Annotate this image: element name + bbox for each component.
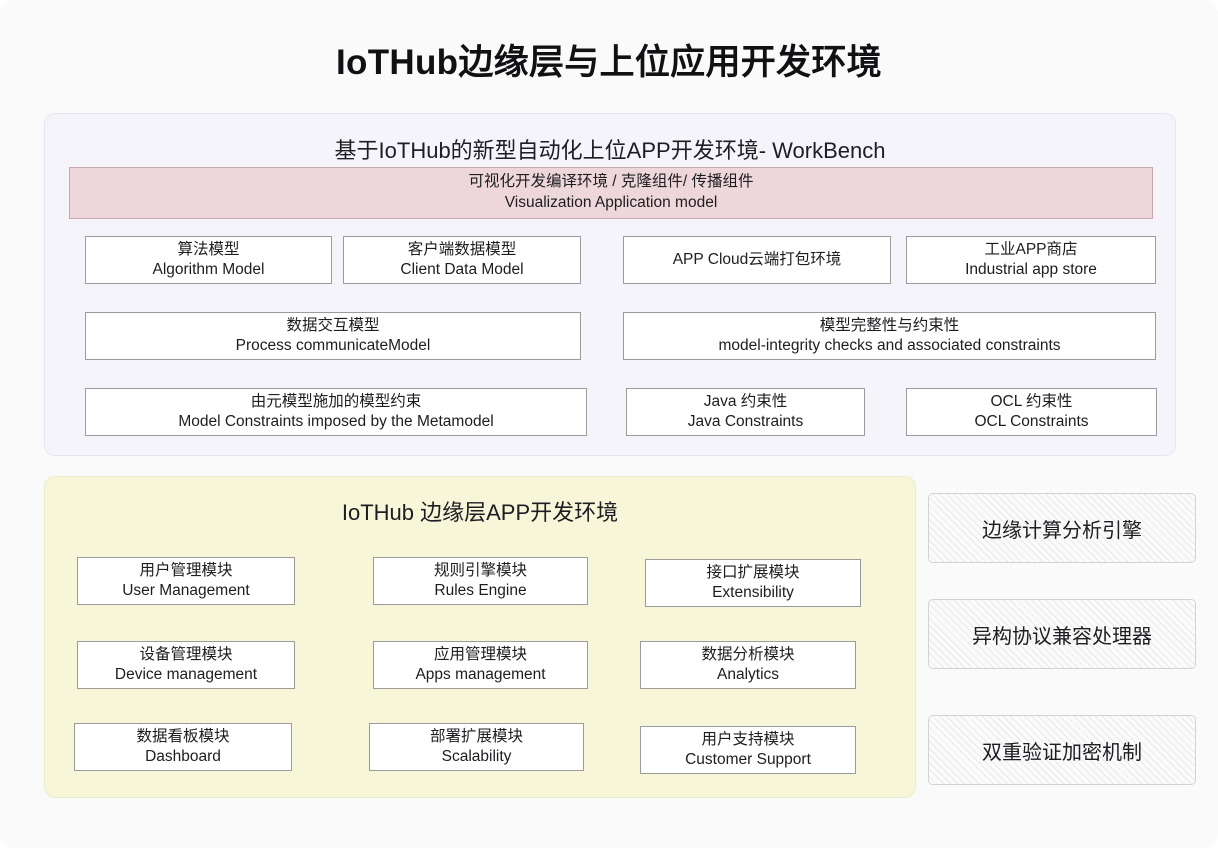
visualization-application-model-banner[interactable]: 可视化开发编译环境 / 克隆组件/ 传播组件 Visualization App… xyxy=(69,167,1153,219)
box-label-en: model-integrity checks and associated co… xyxy=(718,337,1061,354)
banner-label-cn: 可视化开发编译环境 / 克隆组件/ 传播组件 xyxy=(468,173,754,191)
box-java-constraints[interactable]: Java 约束性 Java Constraints xyxy=(626,388,865,436)
box-label-cn: 工业APP商店 xyxy=(984,240,1078,258)
box-label-en: Device management xyxy=(114,666,258,683)
side-module-label: 边缘计算分析引擎 xyxy=(982,519,1142,542)
box-label-en: Industrial app store xyxy=(965,261,1097,278)
box-model-constraints-metamodel[interactable]: 由元模型施加的模型约束 Model Constraints imposed by… xyxy=(85,388,587,436)
box-label-cn: 算法模型 xyxy=(177,240,240,258)
box-label-cn: 规则引擎模块 xyxy=(433,561,527,579)
side-module-dual-auth-encryption[interactable]: 双重验证加密机制 xyxy=(928,715,1196,785)
workbench-panel-heading: 基于IoTHub的新型自动化上位APP开发环境- WorkBench xyxy=(334,138,886,163)
box-apps-management[interactable]: 应用管理模块 Apps management xyxy=(373,641,588,689)
box-label-en: Client Data Model xyxy=(400,261,524,278)
box-label-cn: 应用管理模块 xyxy=(433,645,527,663)
box-label-cn: 由元模型施加的模型约束 xyxy=(250,392,422,410)
box-label-en: Analytics xyxy=(716,666,780,683)
box-label-en: Extensibility xyxy=(712,584,794,601)
box-label-cn: 数据交互模型 xyxy=(286,316,380,334)
page-title: IoTHub边缘层与上位应用开发环境 xyxy=(336,43,882,82)
box-label-en: Customer Support xyxy=(685,751,811,768)
box-label-en: User Management xyxy=(122,582,250,599)
box-dashboard[interactable]: 数据看板模块 Dashboard xyxy=(74,723,292,771)
side-module-label: 双重验证加密机制 xyxy=(982,741,1142,764)
box-client-data-model[interactable]: 客户端数据模型 Client Data Model xyxy=(343,236,581,284)
box-extensibility[interactable]: 接口扩展模块 Extensibility xyxy=(645,559,861,607)
box-label-en: OCL Constraints xyxy=(974,413,1089,430)
box-label-cn: 用户管理模块 xyxy=(139,561,233,579)
box-model-integrity-constraints[interactable]: 模型完整性与约束性 model-integrity checks and ass… xyxy=(623,312,1156,360)
box-ocl-constraints[interactable]: OCL 约束性 OCL Constraints xyxy=(906,388,1157,436)
box-label-en: Process communicateModel xyxy=(235,337,431,354)
box-label-en: Dashboard xyxy=(145,748,221,765)
side-module-protocol-compatibility[interactable]: 异构协议兼容处理器 xyxy=(928,599,1196,669)
box-label-cn: OCL 约束性 xyxy=(990,392,1073,410)
banner-label-en: Visualization Application model xyxy=(504,194,718,211)
box-label-cn: 用户支持模块 xyxy=(701,730,795,748)
box-process-communicate-model[interactable]: 数据交互模型 Process communicateModel xyxy=(85,312,581,360)
box-label-en: Scalability xyxy=(441,748,512,765)
box-algorithm-model[interactable]: 算法模型 Algorithm Model xyxy=(85,236,332,284)
side-module-edge-computing-engine[interactable]: 边缘计算分析引擎 xyxy=(928,493,1196,563)
box-label-en: Algorithm Model xyxy=(152,261,265,278)
box-label-en: Java Constraints xyxy=(687,413,804,430)
box-label-cn: 模型完整性与约束性 xyxy=(819,316,960,334)
box-label-en: Apps management xyxy=(415,666,546,683)
box-industrial-app-store[interactable]: 工业APP商店 Industrial app store xyxy=(906,236,1156,284)
box-scalability[interactable]: 部署扩展模块 Scalability xyxy=(369,723,584,771)
box-rules-engine[interactable]: 规则引擎模块 Rules Engine xyxy=(373,557,588,605)
edge-layer-panel: IoTHub 边缘层APP开发环境 用户管理模块 User Management… xyxy=(44,476,916,798)
box-label-en: Rules Engine xyxy=(434,582,527,599)
side-module-label: 异构协议兼容处理器 xyxy=(972,625,1152,648)
box-label-cn: 数据分析模块 xyxy=(701,645,795,663)
box-device-management[interactable]: 设备管理模块 Device management xyxy=(77,641,295,689)
box-label-cn: 接口扩展模块 xyxy=(706,563,800,581)
box-label-cn: 部署扩展模块 xyxy=(429,727,523,745)
box-label-en: Model Constraints imposed by the Metamod… xyxy=(178,413,494,430)
workbench-panel: 基于IoTHub的新型自动化上位APP开发环境- WorkBench 可视化开发… xyxy=(44,113,1176,456)
box-customer-support[interactable]: 用户支持模块 Customer Support xyxy=(640,726,856,774)
box-label-cn: 设备管理模块 xyxy=(139,645,233,663)
box-label-cn: 数据看板模块 xyxy=(136,727,230,745)
box-label-cn: Java 约束性 xyxy=(703,392,788,410)
box-app-cloud-packaging[interactable]: APP Cloud云端打包环境 xyxy=(623,236,891,284)
box-user-management[interactable]: 用户管理模块 User Management xyxy=(77,557,295,605)
edge-layer-panel-heading: IoTHub 边缘层APP开发环境 xyxy=(341,500,619,525)
box-analytics[interactable]: 数据分析模块 Analytics xyxy=(640,641,856,689)
box-label-cn: APP Cloud云端打包环境 xyxy=(672,250,842,268)
box-label-cn: 客户端数据模型 xyxy=(407,240,517,258)
